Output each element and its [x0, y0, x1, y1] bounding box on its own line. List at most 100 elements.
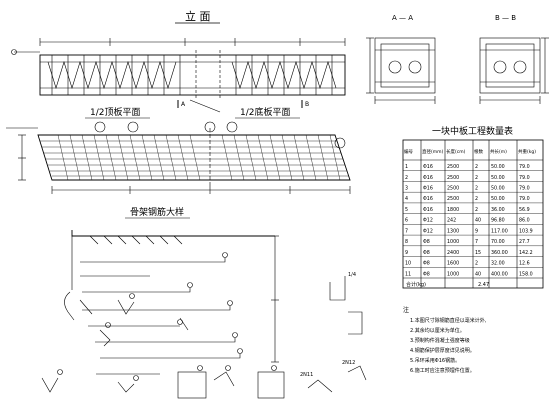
table-cell: 400.00	[491, 271, 508, 277]
table-cell: 40	[475, 271, 481, 277]
table-cell: 9	[405, 250, 408, 256]
table-cell: 2	[405, 175, 408, 181]
table-cell: 2500	[447, 164, 459, 170]
table-cell: Φ8	[423, 261, 430, 267]
table-cell: 242	[447, 218, 456, 224]
table-cell: 4	[405, 196, 408, 202]
elevation-title: 立 面	[185, 9, 211, 23]
section-a-view: A — A	[366, 14, 436, 104]
table-cell: 50.00	[491, 164, 505, 170]
table-cell: 40	[475, 218, 481, 224]
table-cell: 2	[475, 164, 478, 170]
table-cell: Φ16	[423, 207, 433, 213]
plan-title-left: 1/2顶板平面	[90, 106, 141, 118]
table-cell: Φ12	[423, 228, 433, 234]
table-cell: 36.00	[491, 207, 505, 213]
detail-slope: 1/4	[348, 272, 356, 278]
rebar-detail-title: 骨架钢筋大样	[130, 206, 184, 218]
plan-title-right: 1/2底板平面	[240, 106, 291, 118]
table-cell: 360.00	[491, 250, 508, 256]
note-line: 6.施工时应注意预埋件位置。	[410, 367, 475, 374]
note-line: 1.本图尺寸除钢筋直径以毫米计外,	[410, 317, 487, 324]
table-cell: 7	[475, 239, 478, 245]
table-cell: 86.0	[519, 218, 530, 224]
table-cell: 158.0	[519, 271, 533, 277]
note-line: 2.其余均以厘米为单位。	[410, 327, 465, 334]
table-cell: 10	[405, 261, 411, 267]
table-cell: Φ16	[423, 186, 433, 192]
table-cell: 1000	[447, 239, 459, 245]
table-cell: Φ8	[423, 250, 430, 256]
table-cell: 15	[475, 250, 481, 256]
table-cell: 142.2	[519, 250, 533, 256]
plan-view: 1/2顶板平面 1/2底板平面	[6, 106, 351, 194]
table-cell: 11	[405, 271, 411, 277]
table-cell: 2	[475, 261, 478, 267]
note-line: 3.预制构件混凝土强度等级	[410, 337, 470, 344]
table-cell: 96.80	[491, 218, 505, 224]
section-a-title: A — A	[392, 14, 413, 22]
table-cell: 1800	[447, 207, 459, 213]
section-b-title: B — B	[495, 14, 516, 22]
table-cell: 27.7	[519, 239, 530, 245]
callout-2	[127, 121, 139, 133]
table-cell: 5	[405, 207, 408, 213]
section-mark-a-elev: A	[181, 101, 186, 108]
table-cell: 79.0	[519, 164, 530, 170]
table-cell: Φ8	[423, 271, 430, 277]
table-cell: 2	[475, 186, 478, 192]
table-cell: 2400	[447, 250, 459, 256]
table-cell: 2	[475, 196, 478, 202]
section-mark-b-elev: B	[305, 101, 309, 108]
table-total-label: 合计(kg)	[406, 281, 426, 288]
table-cell: 50.00	[491, 186, 505, 192]
table-cell: 9	[475, 228, 478, 234]
small-details: 1/4 2N11 2N12	[300, 272, 367, 393]
table-cell: 50.00	[491, 196, 505, 202]
table-cell: 1	[405, 164, 408, 170]
table-total-value: 2.47	[478, 282, 489, 288]
table-cell: 79.0	[519, 196, 530, 202]
callout-4	[226, 121, 238, 133]
table-cell: 2500	[447, 186, 459, 192]
table-cell: Φ8	[423, 239, 430, 245]
table-cell: 56.9	[519, 207, 530, 213]
table-cell: 2500	[447, 175, 459, 181]
table-cell: 2	[475, 207, 478, 213]
section-b-view: B — B	[479, 14, 549, 104]
table-cell: Φ16	[423, 164, 433, 170]
table-cell: 32.00	[491, 261, 505, 267]
table-cell: 117.00	[491, 228, 508, 234]
table-cell: 7	[405, 228, 408, 234]
notes-heading: 注	[403, 306, 409, 314]
table-header-cell: 共重(kg)	[518, 148, 536, 155]
table-cell: 1300	[447, 228, 459, 234]
table-cell: 70.00	[491, 239, 505, 245]
table-cell: 6	[405, 218, 408, 224]
table-cell: Φ16	[423, 175, 433, 181]
table-cell: 50.00	[491, 175, 505, 181]
table-cell: 79.0	[519, 175, 530, 181]
table-cell: 12.6	[519, 261, 530, 267]
table-cell: 103.9	[519, 228, 533, 234]
table-header-cell: 长度(cm)	[446, 148, 466, 155]
table-header-cell: 根数	[474, 148, 483, 155]
table-cell: 3	[405, 186, 408, 192]
elevation-view: 立 面 A B	[11, 9, 346, 113]
callout-1	[94, 121, 106, 133]
table-cell: 1600	[447, 261, 459, 267]
table-cell: 8	[405, 239, 408, 245]
table-header-cell: 直径(mm)	[422, 148, 444, 155]
note-line: 4.钢筋保护层厚度详见说明。	[410, 347, 475, 354]
table-cell: 2	[475, 175, 478, 181]
detail-bar-a: 2N11	[300, 372, 313, 378]
rebar-detail-view: 骨架钢筋大样	[41, 206, 285, 399]
table-title: 一块中板工程数量表	[432, 125, 513, 137]
table-cell: 79.0	[519, 186, 530, 192]
table-cell: 1000	[447, 271, 459, 277]
notes-block: 注 1.本图尺寸除钢筋直径以毫米计外, 2.其余均以厘米为单位。 3.预制构件混凝土…	[403, 306, 487, 374]
callout-5	[334, 137, 346, 149]
note-line: 5.吊环采用Φ16钢筋。	[410, 357, 460, 364]
